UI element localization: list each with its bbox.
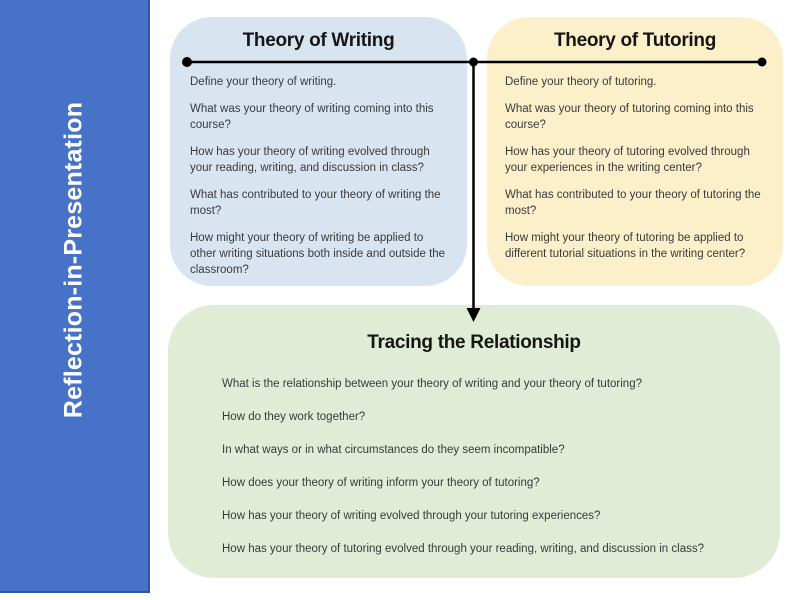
question-text: What has contributed to your theory of w… (190, 189, 441, 217)
question-text: What was your theory of writing coming i… (190, 103, 434, 131)
tracing-relationship-questions: What is the relationship between your th… (222, 376, 756, 557)
theory-of-writing-title: Theory of Writing (242, 30, 395, 51)
theory-of-tutoring-box: Theory of Tutoring Define your theory of… (487, 17, 783, 286)
question-text: How has your theory of tutoring evolved … (222, 543, 704, 555)
question-text: How do they work together? (222, 411, 366, 423)
question-text: How has your theory of writing evolved t… (222, 510, 601, 522)
question-text: What is the relationship between your th… (222, 378, 642, 390)
question-text: What has contributed to your theory of t… (505, 189, 761, 217)
question-text: How has your theory of writing evolved t… (190, 146, 430, 174)
question-text: Define your theory of tutoring. (505, 76, 657, 88)
connector-junction-dot (469, 57, 478, 67)
question-text: Define your theory of writing. (190, 76, 337, 88)
question-text: What was your theory of tutoring coming … (505, 103, 754, 131)
tracing-relationship-title: Tracing the Relationship (367, 332, 581, 353)
sidebar: Reflection-in-Presentation (0, 0, 150, 593)
question-text: How might your theory of writing be appl… (190, 232, 446, 276)
theory-of-tutoring-title: Theory of Tutoring (553, 30, 717, 51)
question-text: How has your theory of tutoring evolved … (505, 146, 750, 174)
question-text: In what ways or in what circumstances do… (222, 444, 565, 456)
slide-title: Reflection-in-Presentation (59, 101, 88, 419)
tracing-relationship-box: Tracing the Relationship What is the rel… (168, 305, 780, 578)
question-text: How might your theory of tutoring be app… (505, 232, 746, 260)
theory-of-writing-box: Theory of Writing Define your theory of … (170, 17, 467, 286)
theory-of-tutoring-questions: Define your theory of tutoring. What was … (505, 74, 767, 262)
theory-of-writing-questions: Define your theory of writing. What was y… (190, 74, 449, 278)
question-text: How does your theory of writing inform y… (222, 477, 540, 489)
